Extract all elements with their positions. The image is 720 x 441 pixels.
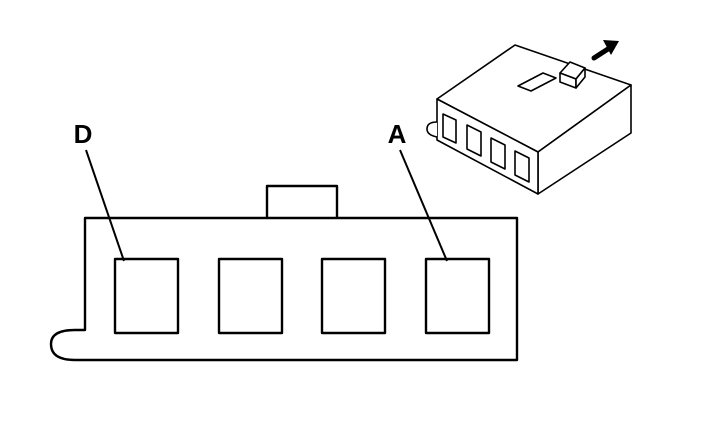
leader-line-d — [85, 149, 125, 262]
isometric-cavity-3 — [490, 137, 506, 170]
connector-isometric-view — [426, 44, 632, 195]
isometric-cavity-1 — [442, 113, 457, 144]
isometric-latch-side — [575, 67, 586, 89]
arrow-up-right-icon — [591, 40, 619, 61]
terminal-cavity-a — [424, 257, 491, 335]
terminal-cavity-b — [320, 257, 387, 335]
isometric-cavity-2 — [466, 124, 482, 157]
callout-label-d: D — [74, 119, 93, 149]
terminal-cavity-d — [113, 257, 180, 335]
leader-line-a — [399, 149, 448, 262]
isometric-latch-slot — [517, 72, 557, 92]
terminal-cavity-c — [217, 257, 284, 335]
isometric-ear — [426, 121, 438, 138]
connector-face-view — [49, 184, 519, 362]
callout-label-a: A — [388, 119, 407, 149]
locking-tab — [265, 184, 339, 218]
isometric-cavity-4 — [514, 150, 530, 183]
